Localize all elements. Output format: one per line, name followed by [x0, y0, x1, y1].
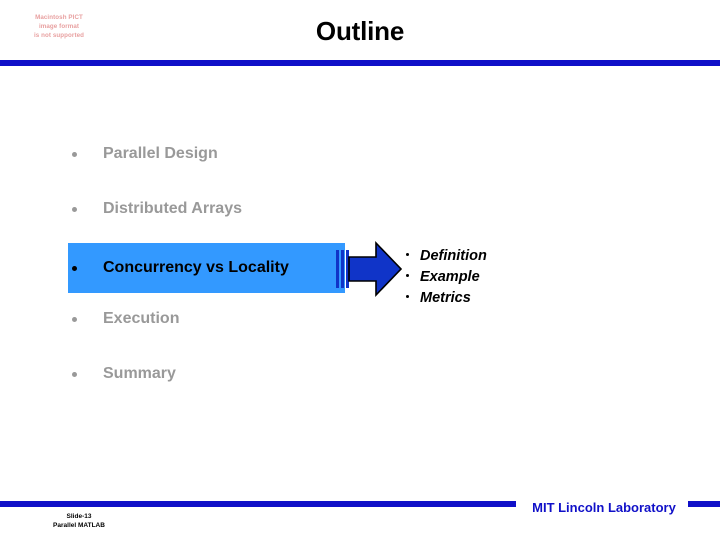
footer-divider-left [0, 501, 516, 507]
bullet-dot-icon [406, 253, 409, 256]
sub-bullet-definition[interactable]: Definition [406, 248, 586, 269]
outline-item-execution[interactable]: Execution [68, 297, 358, 341]
outline-item-concurrency-vs-locality[interactable]: Concurrency vs Locality [68, 243, 345, 293]
arrow-tail-stripes-icon [336, 250, 350, 288]
outline-item-label: Concurrency vs Locality [103, 259, 289, 276]
bullet-dot-icon [72, 265, 77, 271]
sub-bullet-label: Metrics [420, 290, 471, 306]
right-arrow-icon [348, 239, 403, 299]
header-divider [0, 60, 720, 66]
outline-item-label: Summary [103, 365, 176, 382]
outline-item-label: Parallel Design [103, 145, 218, 162]
organization-label: MIT Lincoln Laboratory [532, 500, 676, 515]
outline-item-label: Distributed Arrays [103, 200, 242, 217]
bullet-dot-icon [406, 295, 409, 298]
sub-bullet-example[interactable]: Example [406, 269, 586, 290]
sub-bullet-metrics[interactable]: Metrics [406, 290, 586, 311]
sub-bullet-list: Definition Example Metrics [406, 248, 586, 311]
outline-item-parallel-design[interactable]: Parallel Design [68, 132, 358, 176]
deck-name: Parallel MATLAB [53, 522, 105, 529]
bullet-dot-icon [72, 151, 77, 157]
bullet-dot-icon [72, 316, 77, 322]
outline-item-summary[interactable]: Summary [68, 352, 358, 396]
footer-slide-info: Slide-13 Parallel MATLAB [24, 512, 134, 530]
bullet-dot-icon [72, 371, 77, 377]
slide-number: Slide-13 [66, 513, 92, 520]
page-title: Outline [315, 16, 405, 46]
bullet-dot-icon [72, 206, 77, 212]
sub-bullet-label: Definition [420, 248, 487, 264]
logo-image-placeholder: Macintosh PICT image format is not suppo… [33, 14, 85, 39]
sub-bullet-label: Example [420, 269, 480, 285]
bullet-dot-icon [406, 274, 409, 277]
footer-divider-right [688, 501, 720, 507]
outline-item-label: Execution [103, 310, 180, 327]
outline-item-distributed-arrays[interactable]: Distributed Arrays [68, 187, 358, 231]
